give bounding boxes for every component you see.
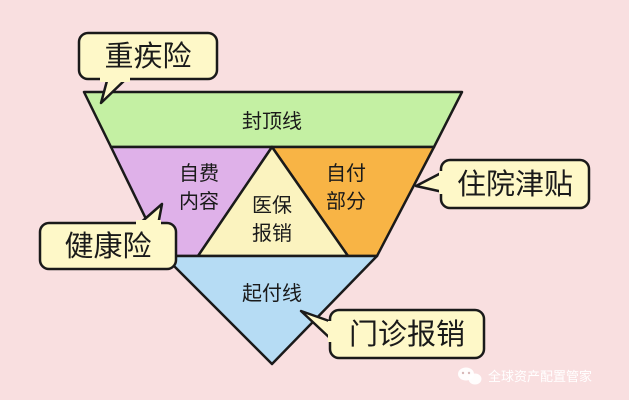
bottom-section-region	[162, 254, 379, 366]
callout-hospital-allowance: 住院津贴	[414, 158, 591, 210]
callout-hospital-allowance-text: 住院津贴	[457, 167, 573, 201]
right-section-label-line1: 自付	[326, 161, 366, 185]
callout-health: 健康险	[38, 202, 178, 271]
callout-health-text: 健康险	[64, 229, 151, 263]
callout-outpatient: 门诊报销	[299, 308, 486, 360]
callout-critical-illness-text: 重疾险	[104, 39, 191, 73]
watermark-text: 全球资产配置管家	[488, 369, 592, 385]
callout-critical-illness: 重疾险	[77, 31, 219, 105]
left-section-label-line2: 内容	[179, 189, 219, 213]
center-triangle-label-line2: 报销	[252, 221, 292, 245]
top-band-label: 封顶线	[242, 109, 302, 133]
bottom-section-label: 起付线	[242, 281, 302, 305]
right-section-label-line2: 部分	[326, 189, 366, 213]
center-triangle-label-line1: 医保	[252, 193, 292, 217]
wechat-icon	[458, 367, 482, 385]
left-section-label-line1: 自费	[179, 161, 219, 185]
watermark: 全球资产配置管家	[458, 367, 592, 385]
callout-outpatient-text: 门诊报销	[349, 317, 465, 351]
